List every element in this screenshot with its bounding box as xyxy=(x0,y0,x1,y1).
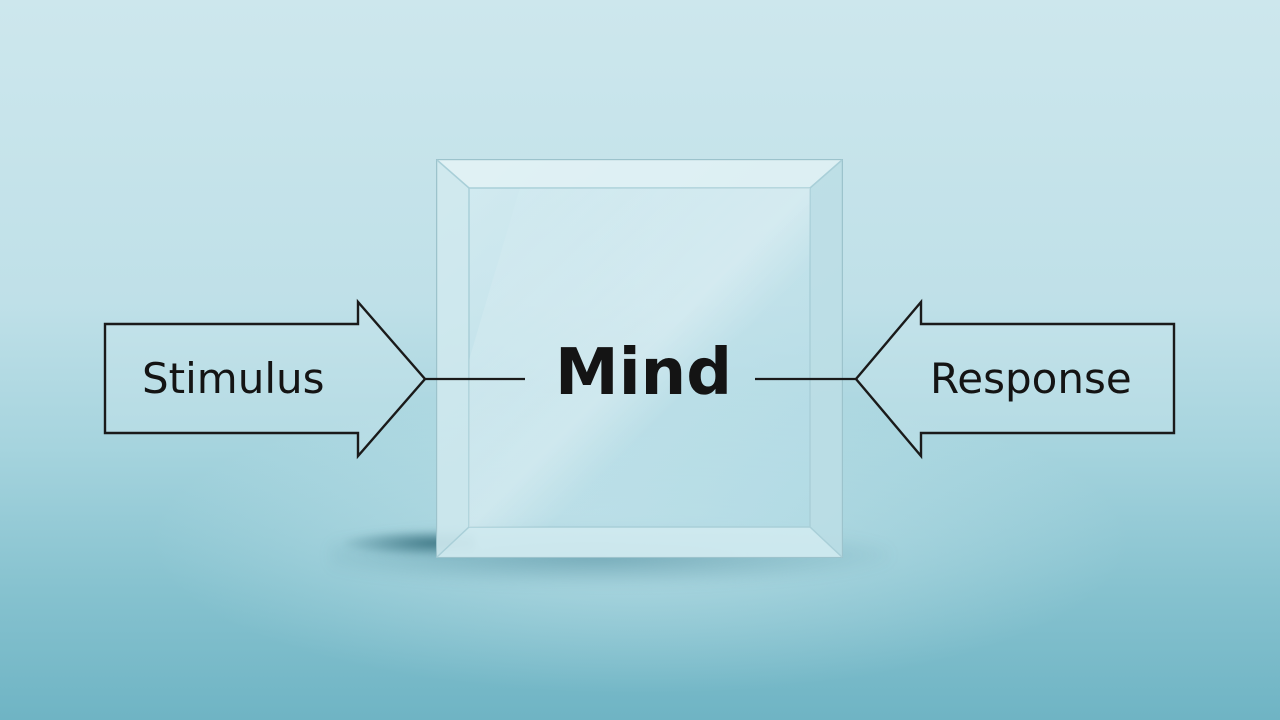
response-arrow xyxy=(854,298,1176,460)
stimulus-arrow xyxy=(103,298,427,460)
stimulus-label: Stimulus xyxy=(142,354,325,403)
mind-label: Mind xyxy=(555,336,732,410)
response-label: Response xyxy=(930,354,1132,403)
glass-box xyxy=(436,159,843,558)
